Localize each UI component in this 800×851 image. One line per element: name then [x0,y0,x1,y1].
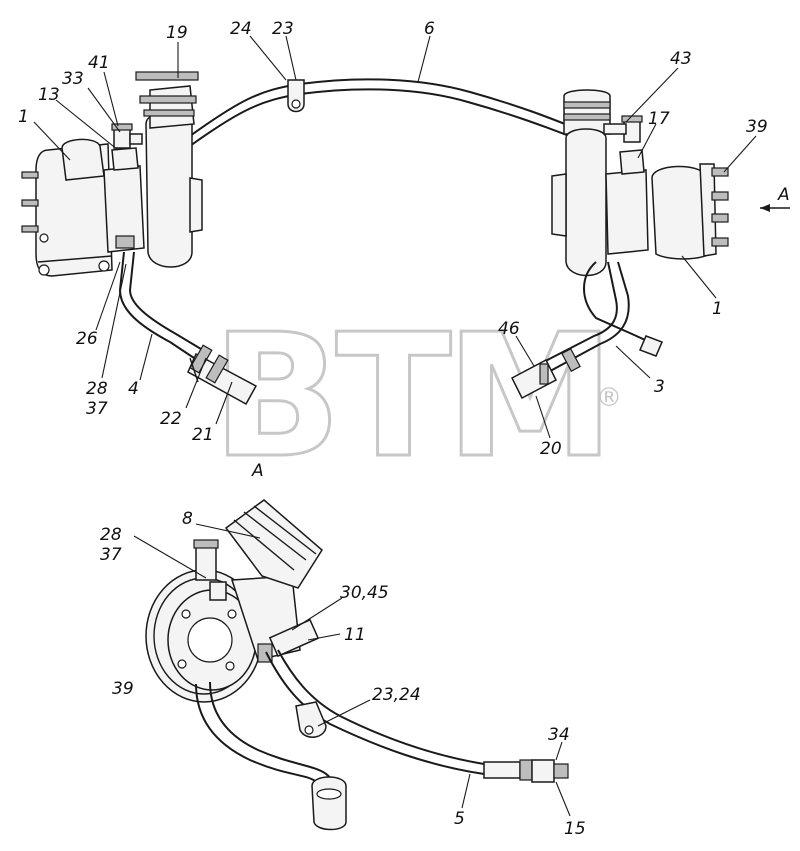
label-22: 22 [160,409,182,429]
label-39-bottom: 39 [112,679,134,699]
label-17: 17 [648,109,670,129]
label-34: 34 [548,725,570,745]
label-a-arrow: A [777,185,790,205]
label-6: 6 [424,19,435,39]
label-5: 5 [454,809,465,829]
drain-pipe-lower [195,681,347,831]
view-a-turbocharger [145,499,323,703]
btm-watermark: BTM ® [211,297,623,498]
label-21: 21 [192,425,214,445]
leader-lines [33,35,757,817]
label-20: 20 [540,439,562,459]
label-28-top: 28 [86,379,108,399]
drain-pipe-3 [511,261,663,400]
right-turbocharger [551,89,729,277]
label-23-top: 23 [272,19,294,39]
label-41: 41 [88,53,110,73]
label-33: 33 [62,69,84,89]
watermark-text: BTM [212,298,609,496]
view-a-arrow [760,204,790,212]
label-23-24: 23,24 [372,685,421,705]
label-8: 8 [182,509,193,529]
label-28-bottom: 28 [100,525,122,545]
label-1-left: 1 [18,107,29,127]
label-3: 3 [654,377,665,397]
label-37-top: 37 [86,399,108,419]
label-24-top: 24 [230,19,252,39]
label-4: 4 [128,379,139,399]
part-labels: 1 13 33 41 19 24 23 6 43 17 39 A 1 26 28… [18,19,790,839]
label-30-45: 30,45 [340,583,389,603]
clamp-23-24-top [287,79,305,113]
label-11: 11 [344,625,366,645]
label-1-right: 1 [712,299,723,319]
label-46: 46 [498,319,520,339]
label-a-view: A [251,461,264,481]
label-19: 19 [166,23,188,43]
oil-pipe-5 [265,649,569,783]
oil-pipe-6 [189,78,576,147]
watermark-registered-mark: ® [596,383,622,413]
label-15: 15 [564,819,586,839]
label-43: 43 [670,49,692,69]
left-turbocharger [21,71,203,277]
label-37-bottom: 37 [100,545,122,565]
label-26: 26 [76,329,98,349]
label-13: 13 [38,85,60,105]
label-39-top: 39 [746,117,768,137]
